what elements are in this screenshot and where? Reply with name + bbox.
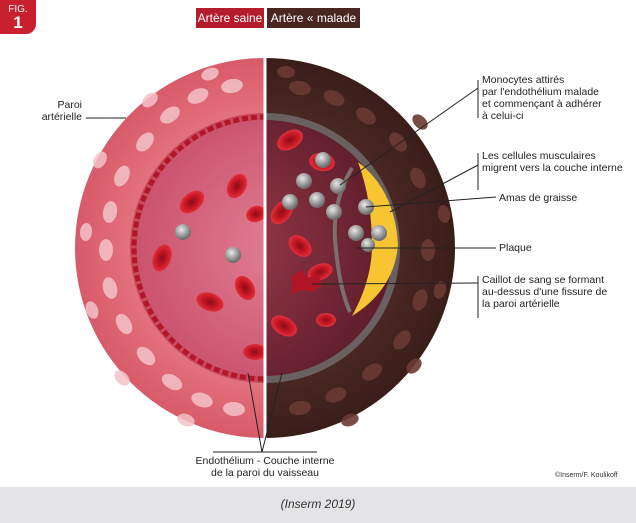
- caption-bar: [0, 487, 636, 523]
- label-fat-deposit: Amas de graisse: [499, 192, 578, 204]
- healthy-wall-cells: [79, 67, 245, 427]
- artery-cross-section-diagram: [75, 58, 497, 453]
- leader-lines: [86, 80, 497, 453]
- diseased-artery-tag: Artère « malade »: [267, 8, 360, 45]
- healthy-artery-tag: Artère saine: [196, 8, 264, 28]
- figure-badge: FIG. 1: [0, 0, 36, 34]
- label-plaque: Plaque: [499, 242, 532, 254]
- figure-caption: (Inserm 2019): [280, 497, 356, 511]
- diseased-wall-cells: [277, 65, 451, 427]
- healthy-half: [75, 58, 265, 438]
- figure-number: 1: [13, 13, 23, 32]
- healthy-red-blood-cells: [152, 173, 265, 360]
- figure-prefix: FIG.: [8, 4, 28, 15]
- image-credit: ©Inserm/F. Koulikoff: [555, 472, 618, 479]
- diseased-red-blood-cells: [270, 129, 336, 337]
- blood-clot: [292, 270, 322, 294]
